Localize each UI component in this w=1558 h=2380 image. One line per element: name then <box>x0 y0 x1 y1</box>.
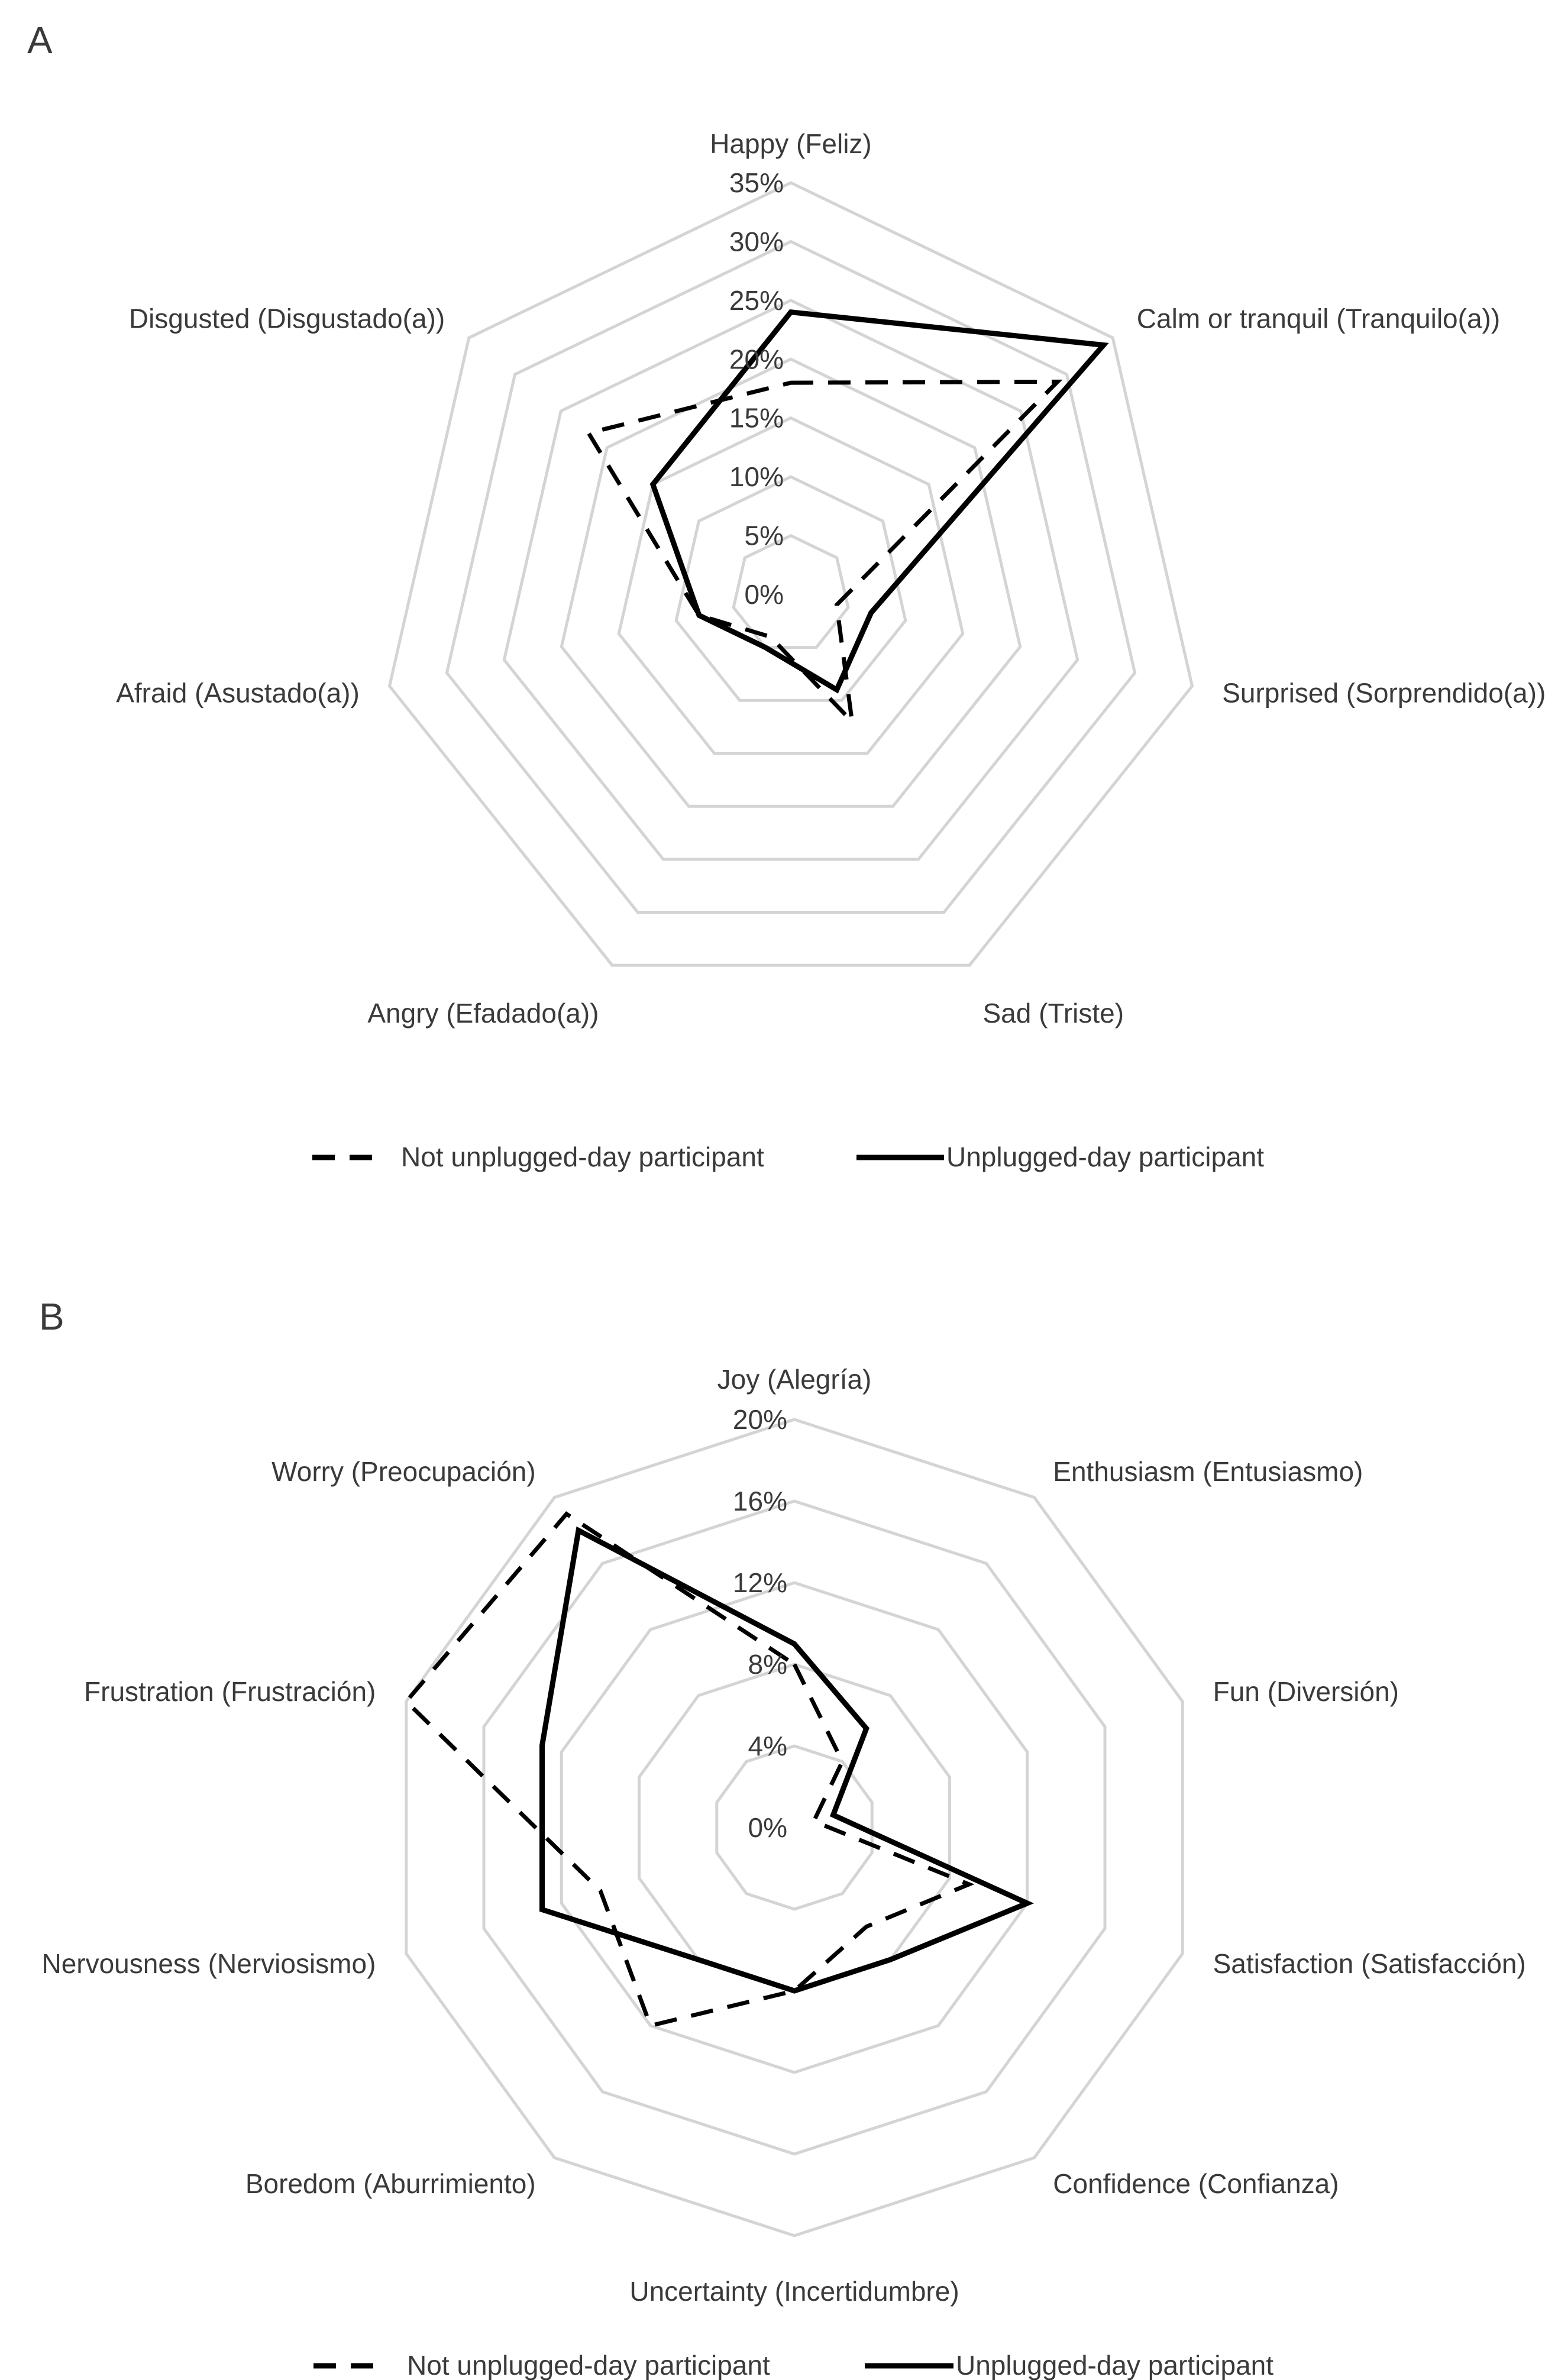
axis-label: Enthusiasm (Entusiasmo) <box>1053 1456 1363 1487</box>
tick-label: 8% <box>748 1649 787 1680</box>
axis-label: Disgusted (Disgustado(a)) <box>129 303 445 334</box>
grid-ring <box>560 1581 1029 2074</box>
axis-label: Surprised (Sorprendido(a)) <box>1222 677 1546 708</box>
axis-label: Confidence (Confianza) <box>1053 2168 1339 2199</box>
grid-ring <box>445 240 1137 914</box>
tick-label: 20% <box>733 1404 787 1435</box>
axis-label: Happy (Feliz) <box>710 128 872 159</box>
tick-label: 15% <box>729 403 784 434</box>
legend-unplugged: Unplugged-day participant <box>956 2350 1273 2380</box>
grid-ring <box>715 1744 874 1911</box>
tick-label: 25% <box>729 285 784 316</box>
axis-label: Fun (Diversión) <box>1213 1676 1399 1707</box>
panel-letter-b: B <box>39 1295 64 1338</box>
panel-letter-a: A <box>27 19 53 62</box>
series-not-unplugged-line <box>585 379 1063 728</box>
tick-label: 0% <box>748 1812 787 1843</box>
grid-ring <box>502 299 1079 861</box>
tick-labels-b: 0% 4% 8% 12% 16% 20% <box>733 1404 787 1843</box>
tick-label: 4% <box>748 1731 787 1761</box>
grid-b <box>405 1418 1184 2237</box>
axis-label: Afraid (Asustado(a)) <box>116 677 360 708</box>
legend-not-unplugged: Not unplugged-day participant <box>407 2350 770 2380</box>
series-unplugged-line <box>649 309 1109 694</box>
tick-label: 12% <box>733 1567 787 1598</box>
tick-label: 5% <box>745 520 784 551</box>
tick-labels-a: 0% 5% 10% 15% 20% 25% 30% 35% <box>729 167 784 610</box>
grid-ring <box>405 1418 1184 2237</box>
grid-ring <box>482 1499 1107 2156</box>
tick-label: 20% <box>729 344 784 374</box>
tick-label: 35% <box>729 167 784 198</box>
axis-label: Satisfaction (Satisfacción) <box>1213 1948 1526 1979</box>
legend-unplugged: Unplugged-day participant <box>946 1142 1264 1172</box>
tick-label: 10% <box>729 461 784 492</box>
tick-label: 30% <box>729 226 784 257</box>
grid-ring <box>674 475 907 702</box>
axis-label: Sad (Triste) <box>983 998 1124 1029</box>
axis-label: Joy (Alegría) <box>717 1364 872 1395</box>
tick-label: 0% <box>745 579 784 610</box>
axis-label: Boredom (Aburrimiento) <box>245 2168 536 2199</box>
axis-labels-a: Happy (Feliz) Calm or tranquil (Tranquilo… <box>116 128 1546 1029</box>
grid-ring <box>387 181 1194 967</box>
series-not-unplugged-line <box>403 1511 975 2029</box>
grid-ring <box>617 416 965 755</box>
legend-b: Not unplugged-day participant Unplugged-… <box>313 2350 1273 2380</box>
grid-ring <box>732 533 850 649</box>
axis-label: Uncertainty (Incertidumbre) <box>629 2276 959 2307</box>
axis-label: Nervousness (Nerviosismo) <box>41 1948 376 1979</box>
series-b <box>403 1511 1035 2029</box>
axis-label: Worry (Preocupación) <box>271 1456 536 1487</box>
grid-ring <box>638 1663 951 1993</box>
axis-label: Frustration (Frustración) <box>84 1676 376 1707</box>
legend-not-unplugged: Not unplugged-day participant <box>401 1142 764 1172</box>
axis-label: Calm or tranquil (Tranquilo(a)) <box>1137 303 1500 334</box>
panel-a: A 0% 5% 10% 15% 20% 25% 30% 35% Happy (Feliz) Ca… <box>27 19 1546 1172</box>
series-a <box>585 309 1109 728</box>
axis-label: Angry (Efadado(a)) <box>367 998 599 1029</box>
grid-a <box>387 181 1194 967</box>
tick-label: 16% <box>733 1486 787 1516</box>
panel-b: B 0% 4% 8% 12% 16% 20% Joy (Alegría) Enthusias… <box>39 1295 1526 2380</box>
series-unplugged-line <box>539 1526 1035 1994</box>
legend-a: Not unplugged-day participant Unplugged-… <box>312 1142 1264 1172</box>
axis-labels-b: Joy (Alegría) Enthusiasm (Entusiasmo) Fun … <box>41 1364 1525 2307</box>
